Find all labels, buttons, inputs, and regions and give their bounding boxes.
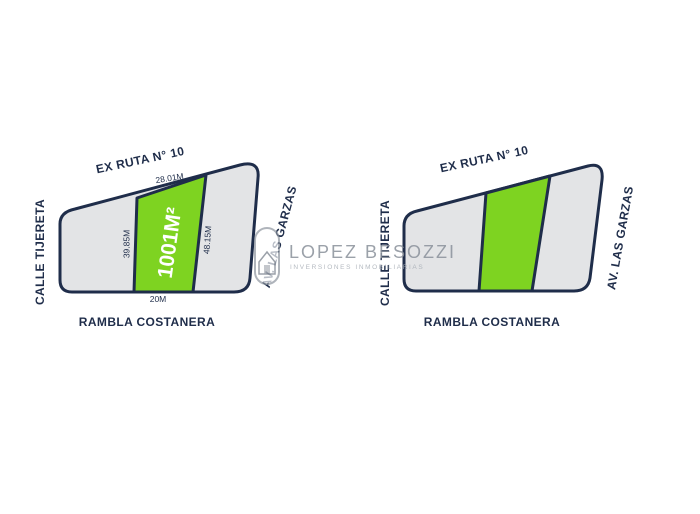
street-top-label: EX RUTA N° 10: [95, 144, 186, 176]
house-logo-icon: [254, 227, 280, 285]
dim-bottom-label: 20M: [150, 294, 167, 304]
street-left-label: CALLE TIJERETA: [33, 199, 47, 305]
dim-left-label: 39.85M: [121, 230, 131, 258]
plan-right: EX RUTA N° 10 CALLE TIJERETA AV. LAS GAR…: [378, 143, 636, 329]
dim-right-label: 48.15M: [201, 225, 213, 254]
street-right-label: AV. LAS GARZAS: [604, 185, 636, 291]
highlighted-lot-right: [477, 174, 552, 293]
watermark: LOPEZ BESOZZI INVERSIONES INMOBILIARIAS: [254, 227, 456, 285]
street-left-label: CALLE TIJERETA: [378, 200, 392, 306]
street-bottom-label: RAMBLA COSTANERA: [79, 315, 215, 329]
street-bottom-label: RAMBLA COSTANERA: [424, 315, 560, 329]
dim-top-label: 28.01M: [155, 171, 185, 185]
highlighted-lot-left: [132, 173, 208, 294]
brand-name: LOPEZ BESOZZI: [289, 242, 456, 262]
street-top-label: EX RUTA N° 10: [439, 143, 530, 175]
brand-tagline: INVERSIONES INMOBILIARIAS: [290, 264, 424, 271]
